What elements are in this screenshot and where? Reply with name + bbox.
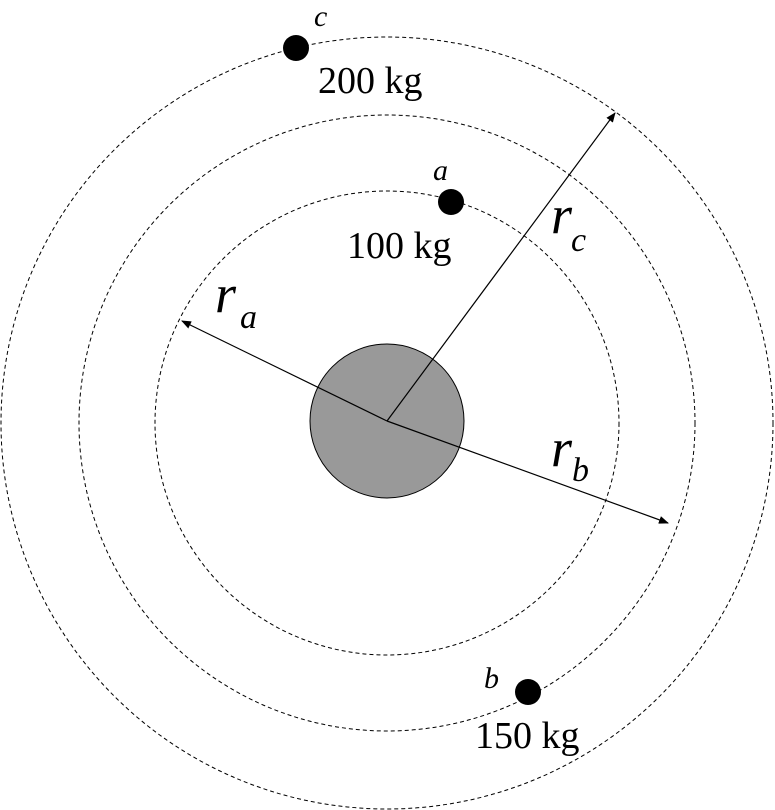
satellite-c-letter: c	[314, 0, 327, 33]
radius-a-subscript: a	[240, 299, 257, 336]
radius-c-arrow	[386, 112, 616, 422]
orbit-outer	[0, 36, 774, 810]
satellite-a: a 100 kg	[347, 154, 464, 267]
satellite-b-mass: 150 kg	[475, 715, 580, 757]
radius-b-arrow	[386, 420, 669, 524]
satellite-c-dot	[283, 35, 309, 61]
radius-a-arrow	[181, 320, 388, 422]
radius-b-subscript: b	[572, 452, 589, 489]
orbit-inner	[154, 190, 620, 656]
satellite-b-dot	[515, 679, 541, 705]
satellite-c: c 200 kg	[283, 0, 423, 102]
radius-b-label: r b	[551, 418, 589, 489]
satellite-b-letter: b	[484, 662, 499, 695]
radius-b-symbol: r	[551, 418, 573, 478]
satellite-c-mass: 200 kg	[318, 60, 423, 102]
radius-a-symbol: r	[215, 264, 237, 324]
radius-c-subscript: c	[571, 222, 586, 259]
satellite-b: b 150 kg	[475, 662, 580, 757]
radius-c-symbol: r	[551, 185, 573, 245]
satellite-a-dot	[438, 189, 464, 215]
satellite-a-letter: a	[433, 154, 448, 187]
orbit-middle	[78, 114, 696, 732]
radius-a-label: r a	[215, 264, 257, 336]
satellite-a-mass: 100 kg	[347, 225, 452, 267]
radius-c-label: r c	[551, 185, 586, 259]
